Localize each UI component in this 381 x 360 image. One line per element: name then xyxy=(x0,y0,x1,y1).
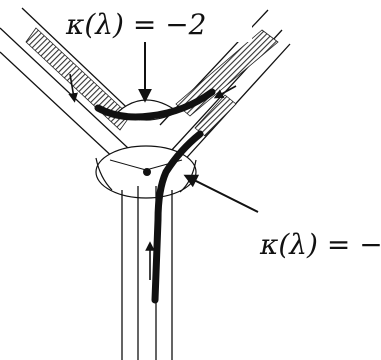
flow-arrows xyxy=(68,73,237,280)
pointer-arrow-right xyxy=(183,174,259,213)
left-arm-ribbon xyxy=(0,7,141,163)
boundary-path-kappa-minus-2 xyxy=(94,88,216,121)
central-vertex-node xyxy=(143,168,151,176)
left-hatched-band xyxy=(25,27,131,131)
boundary-path-kappa-minus-1 xyxy=(151,130,204,304)
label-kappa-minus-1: κ(λ) = −1 xyxy=(259,228,381,261)
flow-arrow-right-arm xyxy=(213,85,237,99)
right-hatched-band-upper xyxy=(175,29,279,117)
label-kappa-minus-2: κ(λ) = −2 xyxy=(65,8,207,41)
flow-arrow-left-arm xyxy=(68,73,78,103)
stem-ribbon xyxy=(121,186,173,360)
right-hatched-band-lower xyxy=(194,94,237,137)
